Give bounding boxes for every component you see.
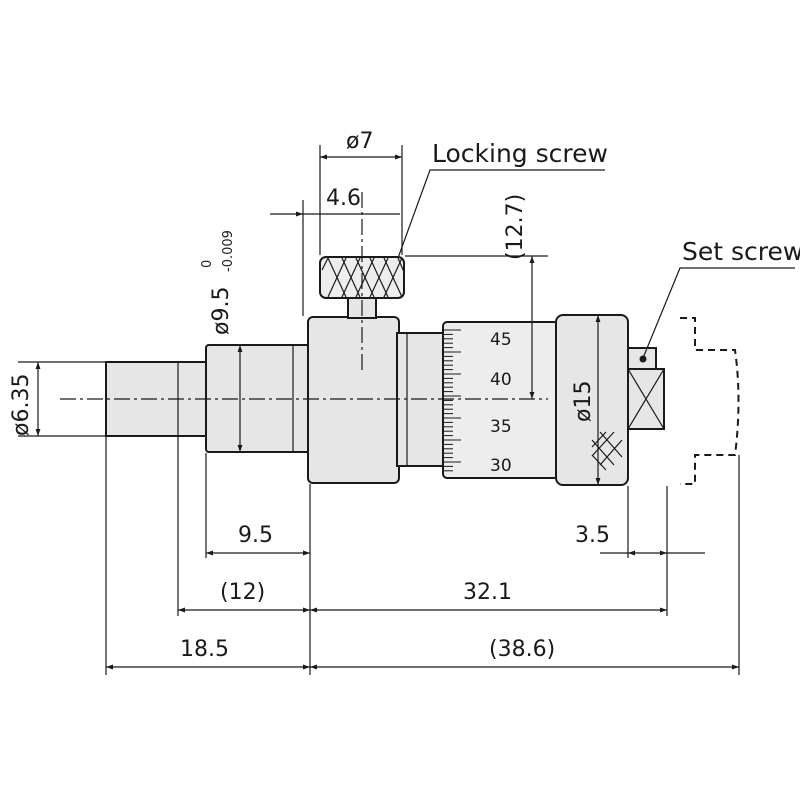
dim-38-6: (38.6) xyxy=(489,637,555,662)
set-screw-label: Set screw xyxy=(682,237,800,266)
dim-4-6: 4.6 xyxy=(326,186,361,211)
extension-lines xyxy=(18,145,740,675)
main-body xyxy=(307,316,400,484)
dim-9-5: 9.5 xyxy=(238,523,273,548)
locking-screw-label: Locking screw xyxy=(432,139,608,168)
dim-dia-6-35: ø6.35 xyxy=(9,374,34,436)
dim-tol-lower: -0.009 xyxy=(221,230,236,272)
phantom-outline xyxy=(680,317,740,485)
thimble-scale-45: 45 xyxy=(490,330,512,350)
dim-dia-7: ø7 xyxy=(346,129,373,154)
dim-3-5: 3.5 xyxy=(575,523,610,548)
dim-tol-upper: 0 xyxy=(200,260,215,268)
thimble-scale-30: 30 xyxy=(490,456,512,476)
dimension-lines xyxy=(35,154,739,670)
dim-18-5: 18.5 xyxy=(180,637,229,662)
dim-12-7: (12.7) xyxy=(503,194,528,260)
dim-32-1: 32.1 xyxy=(463,580,512,605)
dim-12: (12) xyxy=(220,580,265,605)
set-screw-head xyxy=(639,355,647,363)
set-screw-leader xyxy=(642,267,795,359)
dim-dia-15: ø15 xyxy=(571,381,596,422)
thimble-scale-40: 40 xyxy=(490,370,512,390)
dim-dia-9-5: ø9.5 xyxy=(209,287,234,335)
thimble-scale-35: 35 xyxy=(490,417,512,437)
locking-screw-leader xyxy=(397,169,605,259)
thimble-graduations xyxy=(443,329,461,472)
